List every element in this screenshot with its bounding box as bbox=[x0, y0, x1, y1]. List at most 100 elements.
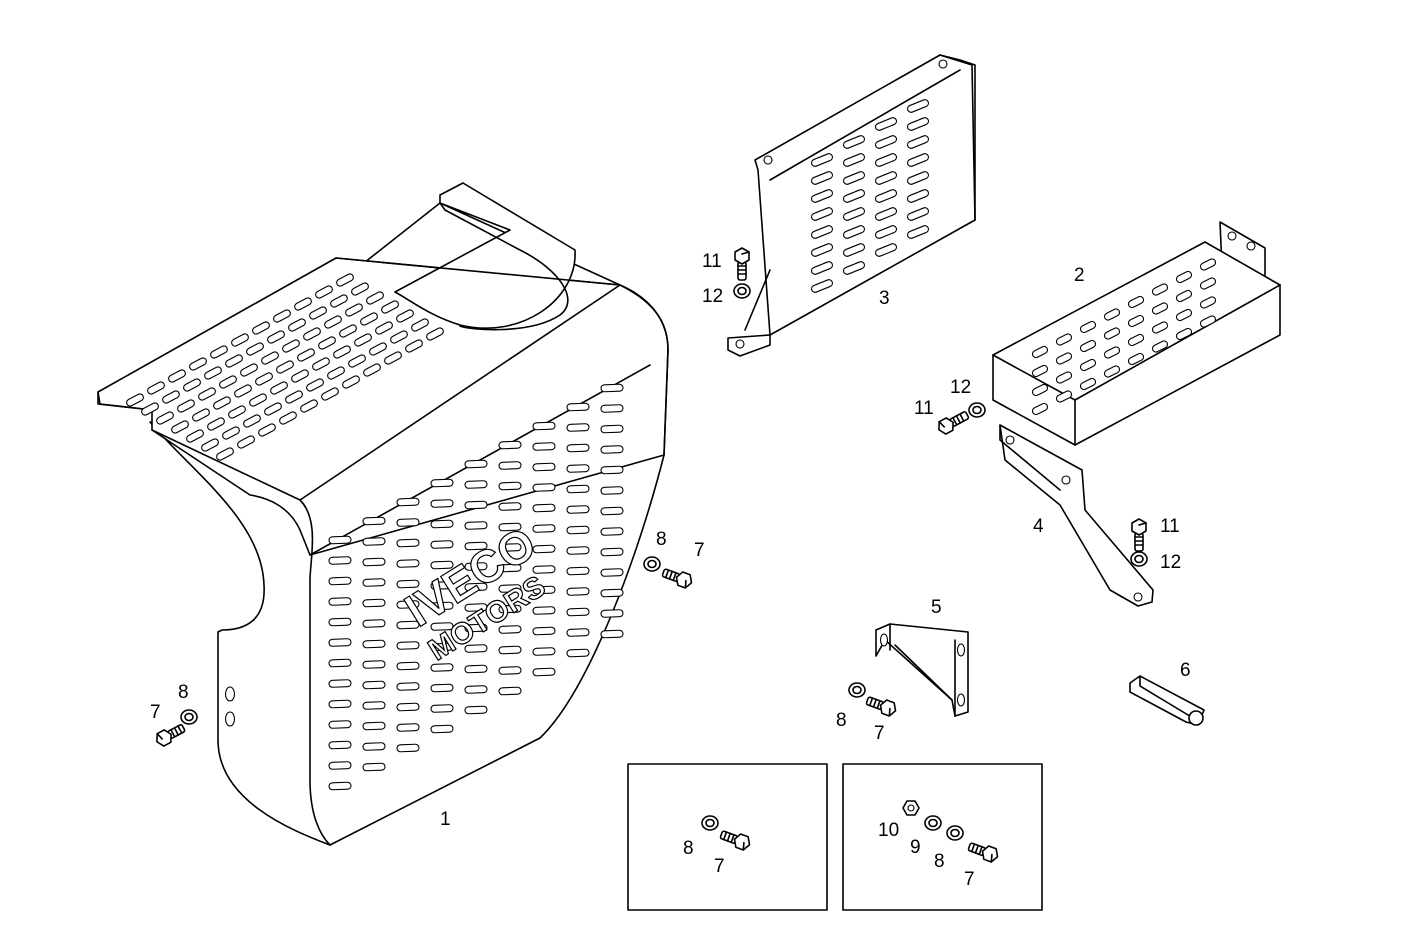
perforation-slot bbox=[532, 667, 556, 677]
perforation-slot bbox=[532, 462, 556, 472]
washer-icon bbox=[924, 815, 942, 831]
perforation-slot bbox=[396, 518, 420, 527]
bolt-icon bbox=[661, 568, 693, 589]
perforation-slot bbox=[366, 291, 384, 305]
perforation-slot bbox=[362, 619, 386, 628]
perforation-slot bbox=[532, 647, 556, 656]
perforation-slot bbox=[204, 366, 222, 380]
perforation-slot bbox=[464, 603, 488, 612]
bolt-icon bbox=[967, 842, 999, 863]
perforation-slot bbox=[342, 375, 360, 389]
perforation-slot bbox=[354, 333, 372, 347]
perforation-slot bbox=[375, 321, 393, 335]
perforation-slot bbox=[1175, 308, 1193, 322]
perforation-slot bbox=[306, 378, 324, 392]
perforation-slot bbox=[430, 622, 454, 631]
perforation-slot bbox=[362, 762, 386, 772]
perforation-slot bbox=[1103, 346, 1121, 359]
perforation-slot bbox=[810, 243, 834, 257]
perforation-slot bbox=[396, 723, 420, 732]
perforation-slot bbox=[1151, 302, 1169, 315]
perforation-slot bbox=[600, 609, 624, 618]
washer-icon bbox=[946, 825, 964, 841]
perforation-slot bbox=[1031, 364, 1049, 378]
perforation-slot bbox=[1055, 371, 1073, 384]
perforation-slot bbox=[842, 261, 866, 275]
perforation-slot bbox=[336, 273, 354, 287]
callout-12: 12 bbox=[1160, 552, 1181, 573]
perforation-slot bbox=[498, 604, 522, 614]
perforation-slot bbox=[328, 535, 352, 545]
perforation-slot bbox=[362, 701, 386, 710]
perforation-slot bbox=[430, 683, 454, 693]
perforation-slot bbox=[396, 702, 420, 712]
perforation-slot bbox=[430, 478, 454, 488]
bolt-icon bbox=[734, 247, 750, 281]
detail-box-left bbox=[627, 763, 828, 911]
callout-7: 7 bbox=[694, 540, 705, 561]
perforation-slot bbox=[498, 584, 522, 593]
perforation-slot bbox=[532, 483, 556, 492]
perforation-slot bbox=[566, 648, 590, 658]
perforation-slot bbox=[396, 682, 420, 691]
angle-bracket-part-4 bbox=[999, 424, 1154, 607]
perforation-slot bbox=[906, 135, 930, 149]
perforation-slot bbox=[464, 644, 488, 653]
perforation-slot bbox=[464, 480, 488, 489]
callout-2: 2 bbox=[1074, 265, 1085, 286]
perforation-slot bbox=[345, 303, 363, 317]
perforation-slot bbox=[906, 225, 930, 239]
perforation-slot bbox=[264, 402, 282, 416]
perforation-slot bbox=[258, 423, 276, 437]
washer-icon bbox=[1130, 551, 1148, 567]
perforation-slot bbox=[1055, 390, 1073, 403]
perforation-slot bbox=[1103, 365, 1121, 378]
perforation-slot bbox=[600, 465, 624, 475]
perforation-slot bbox=[874, 135, 898, 149]
perforation-slot bbox=[327, 366, 345, 380]
detail-box-right bbox=[842, 763, 1043, 911]
perforation-slot bbox=[1079, 377, 1097, 391]
perforation-slot bbox=[411, 318, 429, 332]
bolt-icon bbox=[1131, 518, 1147, 552]
perforation-slot bbox=[328, 658, 352, 668]
perforation-slot bbox=[464, 521, 488, 530]
perforation-slot bbox=[566, 484, 590, 494]
callout-7: 7 bbox=[150, 702, 161, 723]
perforation-slot bbox=[1199, 277, 1217, 290]
perforation-slot bbox=[396, 743, 420, 753]
perforation-slot bbox=[566, 525, 590, 535]
perforation-slot bbox=[328, 740, 352, 750]
perforation-slot bbox=[396, 309, 414, 323]
perforation-slot bbox=[498, 461, 522, 470]
perforation-slot bbox=[328, 720, 352, 729]
plate-bracket-part-3 bbox=[727, 54, 976, 357]
callout-8: 8 bbox=[934, 851, 945, 872]
perforation-slot bbox=[390, 330, 408, 344]
perforation-slot bbox=[362, 516, 386, 526]
perforation-slot bbox=[216, 447, 234, 461]
perforation-slot bbox=[362, 639, 386, 649]
perforation-slot bbox=[186, 429, 204, 443]
bolt-icon bbox=[865, 696, 897, 717]
perforation-slot bbox=[396, 579, 420, 589]
perforation-slot bbox=[498, 440, 522, 450]
perforation-slot bbox=[1079, 320, 1097, 334]
perforation-slot bbox=[532, 524, 556, 533]
perforation-slot bbox=[532, 442, 556, 451]
perforation-slot bbox=[246, 342, 264, 356]
perforation-slot bbox=[498, 645, 522, 655]
perforation-slot bbox=[243, 414, 261, 428]
perforation-slot bbox=[600, 527, 624, 536]
perforation-slot bbox=[1103, 308, 1121, 321]
perforation-slot bbox=[285, 390, 303, 404]
perforation-slot bbox=[498, 543, 522, 552]
perforation-slot bbox=[255, 372, 273, 386]
perforation-slot bbox=[498, 502, 522, 511]
perforation-slot bbox=[228, 405, 246, 419]
perforation-slot bbox=[600, 629, 624, 639]
perforation-slot bbox=[270, 381, 288, 395]
bolt-icon bbox=[938, 411, 970, 435]
perforation-slot bbox=[464, 582, 488, 592]
